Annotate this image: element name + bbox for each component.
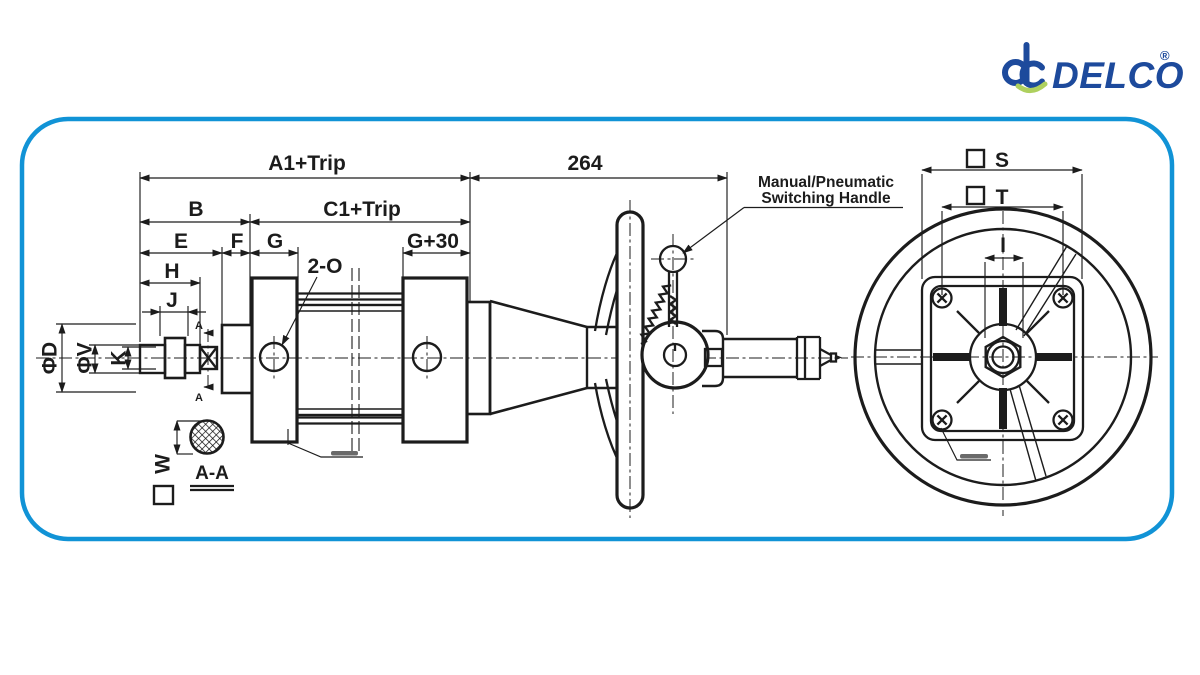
- dim-label-f: F: [231, 230, 244, 253]
- bolt-icon: [931, 287, 953, 309]
- ports-label: 2-O: [307, 255, 342, 278]
- dim-label-w: W: [152, 454, 175, 474]
- handwheel-side-view: [593, 200, 725, 518]
- dim-label-h: H: [164, 260, 179, 283]
- section-marker-bottom: A: [195, 392, 203, 404]
- dimension-lines: [139, 174, 728, 316]
- piston-rod-assembly: A A: [138, 320, 254, 404]
- cone-housing: [488, 299, 618, 416]
- bolt-icon: [931, 409, 953, 431]
- front-view-dimensions: S T I: [921, 148, 1083, 338]
- dc-monogram-icon: [1002, 42, 1048, 93]
- cylinder-body: [250, 268, 618, 452]
- gear-teeth: [639, 284, 672, 346]
- side-view: A A: [36, 152, 903, 518]
- handle-callout-line1: Manual/Pneumatic: [758, 174, 894, 191]
- switching-handle: [651, 234, 696, 414]
- dim-label-k: K: [108, 350, 131, 365]
- corner-bolts: [931, 287, 1074, 431]
- dim-label-t: T: [996, 186, 1009, 209]
- dim-label-e: E: [174, 230, 188, 253]
- dim-label-j: J: [166, 289, 178, 312]
- diameter-dimensions: [56, 323, 156, 393]
- mounting-plate: [920, 275, 1085, 442]
- dim-label-g30: G+30: [407, 230, 459, 253]
- handle-callout-line2: Switching Handle: [761, 190, 891, 207]
- dim-label-s: S: [995, 149, 1009, 172]
- dim-label-b: B: [188, 198, 203, 221]
- illegible-label: [331, 451, 358, 456]
- bolt-icon: [1052, 409, 1074, 431]
- illegible-label: [960, 454, 988, 459]
- tie-rods: [297, 292, 403, 425]
- dim-label-phi-d: ΦD: [39, 342, 62, 374]
- gear-hub: [640, 320, 710, 390]
- extension-lines: [139, 172, 728, 344]
- brand-logo: DELCO ®: [1002, 42, 1184, 96]
- section-title: A-A: [195, 463, 229, 484]
- dim-label-phi-v: ΦV: [74, 342, 97, 373]
- dim-label-264: 264: [567, 152, 602, 175]
- section-a-a-detail: W A-A: [152, 419, 234, 506]
- cylinder-tube: [295, 303, 405, 417]
- green-swoosh-icon: [1015, 81, 1048, 93]
- brand-name: DELCO: [1052, 55, 1184, 96]
- square-symbol: [152, 484, 175, 506]
- output-shaft: [723, 335, 842, 381]
- dim-label-a1-trip: A1+Trip: [268, 152, 346, 175]
- dimension-labels: A1+Trip 264 B C1+Trip E F G G+30 H J ΦD …: [39, 152, 603, 374]
- front-view: S T I: [851, 148, 1158, 516]
- wheel-spoke-lines: [876, 245, 1077, 482]
- dim-label-c1-trip: C1+Trip: [323, 198, 401, 221]
- section-marker-top: A: [195, 320, 203, 332]
- shaft-tip: [836, 355, 842, 360]
- registered-mark: ®: [1160, 48, 1170, 63]
- dim-label-g: G: [267, 230, 283, 253]
- bolt-callout: [940, 427, 991, 461]
- callouts: 2-O Manual/Pneumatic Switching Handle: [281, 174, 903, 458]
- dim-label-i: I: [1000, 234, 1006, 257]
